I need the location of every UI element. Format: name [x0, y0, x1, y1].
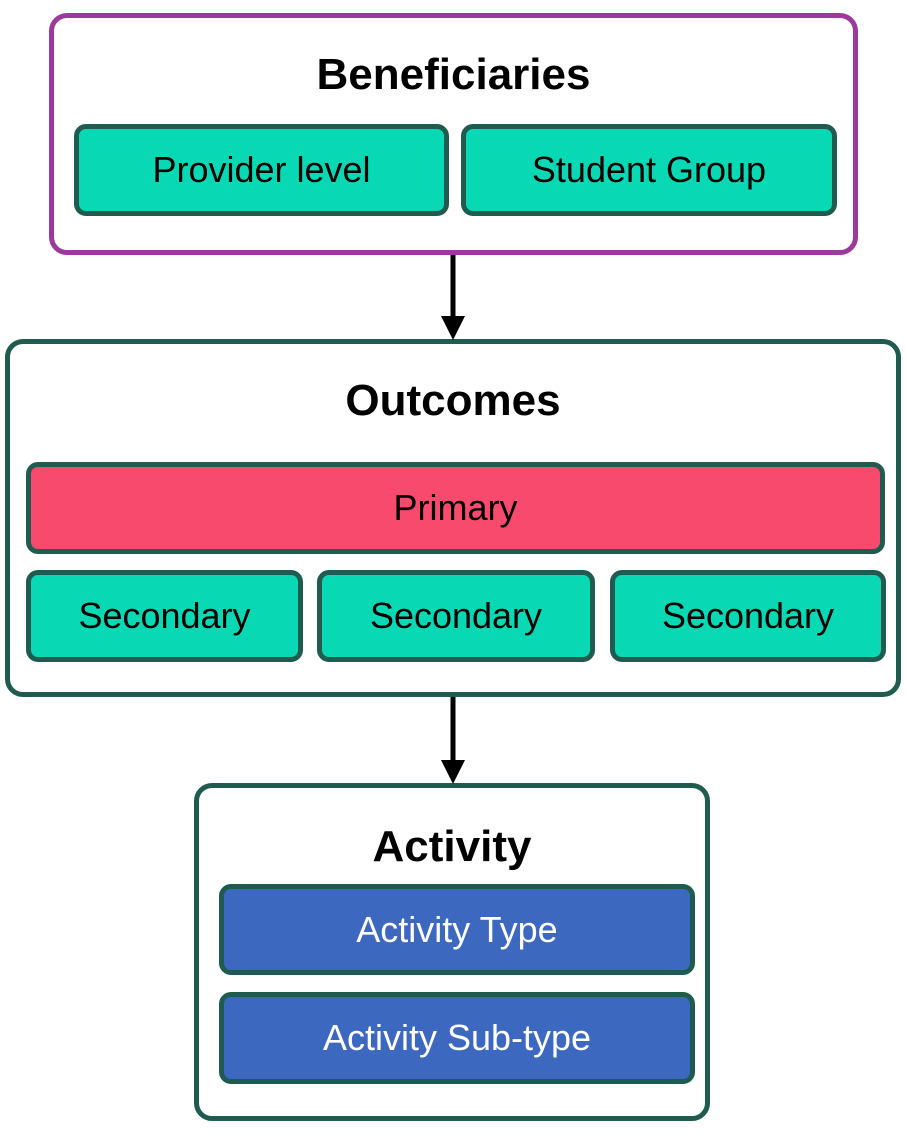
activity-type-node: Activity Type — [219, 884, 695, 975]
primary-outcome-node: Primary — [26, 462, 885, 554]
secondary-outcome-node-3: Secondary — [610, 570, 886, 662]
activity-subtype-node: Activity Sub-type — [219, 992, 695, 1084]
activity-title: Activity — [372, 822, 532, 871]
beneficiaries-group: Beneficiaries Provider level Student Gro… — [49, 13, 858, 255]
outcomes-title: Outcomes — [345, 376, 561, 425]
provider-level-node: Provider level — [74, 124, 449, 216]
activity-group: Activity Activity Type Activity Sub-type — [194, 783, 710, 1121]
arrow-beneficiaries-to-outcomes — [441, 255, 465, 340]
secondary-outcome-node-1: Secondary — [26, 570, 303, 662]
outcomes-group: Outcomes Primary Secondary Secondary Sec… — [5, 339, 901, 697]
arrow-outcomes-to-activity — [441, 697, 465, 784]
student-group-node: Student Group — [461, 124, 837, 216]
beneficiaries-title: Beneficiaries — [316, 50, 591, 99]
secondary-outcome-node-2: Secondary — [317, 570, 595, 662]
